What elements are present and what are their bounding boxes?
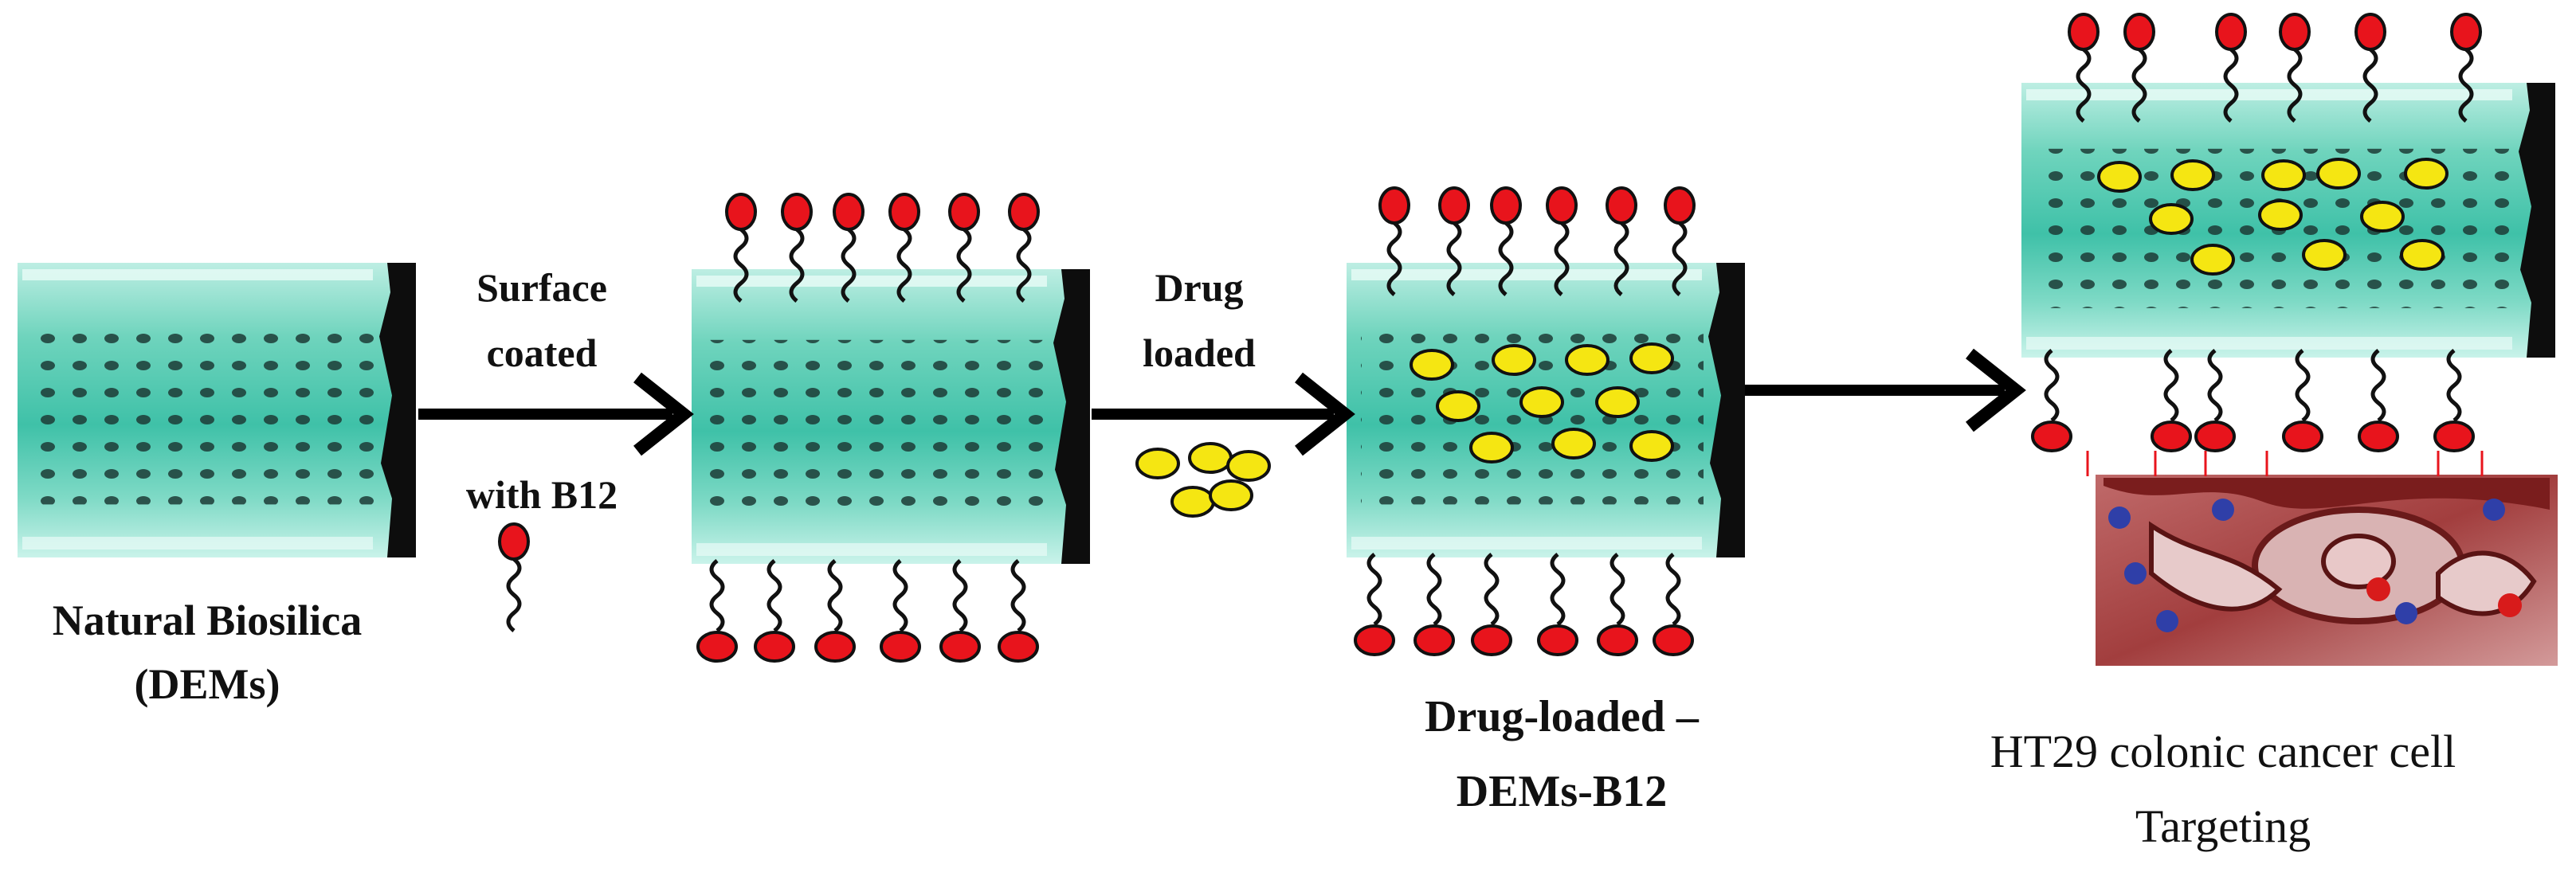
vesicle-red (2498, 593, 2522, 617)
drug-molecule-loaded (1595, 386, 1640, 418)
b12-ligand-top (1606, 186, 1637, 296)
drug-molecule-free (1226, 450, 1271, 482)
label-drug: Drug (1155, 265, 1244, 310)
b12-ligand-top (2354, 13, 2386, 123)
ht29-cancer-cell (2086, 451, 2558, 666)
b12-ligand-top (1664, 186, 1696, 296)
b12-ligand-bottom (696, 559, 738, 663)
b12-ligand-bound (2151, 349, 2192, 452)
vesicle (2483, 499, 2505, 521)
b12-ligand-top (833, 193, 865, 303)
b12-ligand-top (2215, 13, 2247, 123)
vesicle (2124, 562, 2147, 585)
drug-molecule-loaded (2360, 201, 2405, 233)
drug-molecule-loaded (2316, 158, 2361, 190)
arrow-drug-loading (1092, 372, 1355, 456)
drug-molecule-loaded (1410, 349, 1454, 381)
drug-molecule-loaded (1551, 428, 1596, 460)
drug-molecule-loaded (2170, 159, 2215, 191)
drug-molecule-loaded (2097, 161, 2142, 193)
drug-molecule-free (1209, 479, 1253, 511)
b12-ligand-top (1438, 186, 1470, 296)
b12-ligand-top (888, 193, 920, 303)
label-coated: coated (486, 331, 598, 375)
drug-molecule-loaded (1519, 386, 1564, 418)
frustule-coated (692, 269, 1090, 564)
b12-ligand-bottom (998, 559, 1039, 663)
b12-ligand-top (2279, 13, 2311, 123)
vesicle (2156, 610, 2178, 632)
b12-ligand-top (725, 193, 757, 303)
b12-ligand-bottom (1471, 553, 1512, 656)
b12-ligand-top (2123, 13, 2155, 123)
label-ht29-target: HT29 colonic cancer cell (1990, 726, 2456, 777)
b12-ligand-free (498, 522, 530, 632)
label-natural-biosilica: Natural Biosilica (52, 597, 363, 644)
b12-ligand-bottom (1354, 553, 1395, 656)
drug-molecule-loaded (2404, 158, 2449, 190)
label-targeting: Targeting (2135, 800, 2311, 852)
label-loaded: loaded (1143, 331, 1256, 375)
drug-molecule-loaded (2190, 244, 2235, 276)
drug-molecule-free (1135, 448, 1180, 479)
b12-ligand-bottom (754, 559, 795, 663)
vesicle-red (2366, 577, 2390, 601)
b12-ligand-top (781, 193, 813, 303)
b12-ligand-top (1546, 186, 1578, 296)
drug-molecule-loaded (2149, 203, 2194, 235)
drug-molecule-loaded (2302, 239, 2347, 271)
drug-molecule-free (1170, 486, 1215, 518)
b12-ligand-top (2068, 13, 2100, 123)
arrow-surface-coating (418, 372, 694, 456)
b12-ligand-bottom (1597, 553, 1638, 656)
b12-ligand-top (1490, 186, 1522, 296)
b12-ligand-bottom (814, 559, 856, 663)
b12-ligand-bound (2282, 349, 2323, 452)
label-dems: (DEMs) (134, 660, 280, 708)
b12-ligand-top (2450, 13, 2482, 123)
label-with-b12: with B12 (465, 472, 618, 517)
b12-ligand-bound (2358, 349, 2399, 452)
b12-ligand-bottom (880, 559, 921, 663)
b12-ligand-bound (2433, 349, 2475, 452)
drug-molecule-loaded (1629, 342, 1674, 374)
drug-molecule-loaded (2261, 159, 2306, 191)
b12-ligand-bottom (1537, 553, 1578, 656)
drug-molecule-free (1188, 442, 1233, 474)
b12-ligand-top (1378, 186, 1410, 296)
b12-ligand-top (948, 193, 980, 303)
drug-molecule-loaded (1492, 344, 1536, 376)
arrow-targeting (1745, 348, 2026, 432)
vesicle (2108, 507, 2131, 529)
drug-molecule-loaded (2400, 239, 2445, 271)
b12-ligand-bottom (1653, 553, 1694, 656)
b12-ligand-bound (2031, 349, 2072, 452)
b12-ligand-bottom (939, 559, 981, 663)
drug-molecule-loaded (2258, 199, 2303, 231)
label-surface: Surface (476, 265, 607, 310)
drug-molecule-loaded (1565, 344, 1610, 376)
drug-molecule-loaded (1629, 430, 1674, 462)
drug-molecule-loaded (1469, 432, 1514, 464)
label-drug-loaded: Drug-loaded – (1425, 692, 1699, 741)
b12-ligand-bottom (1413, 553, 1455, 656)
vesicle (2212, 499, 2234, 521)
drug-molecule-loaded (1436, 390, 1480, 422)
vesicle (2395, 602, 2417, 624)
frustule-natural (18, 263, 416, 557)
b12-ligand-bound (2194, 349, 2236, 452)
b12-ligand-top (1008, 193, 1040, 303)
label-dems-b12: DEMs-B12 (1456, 767, 1668, 816)
